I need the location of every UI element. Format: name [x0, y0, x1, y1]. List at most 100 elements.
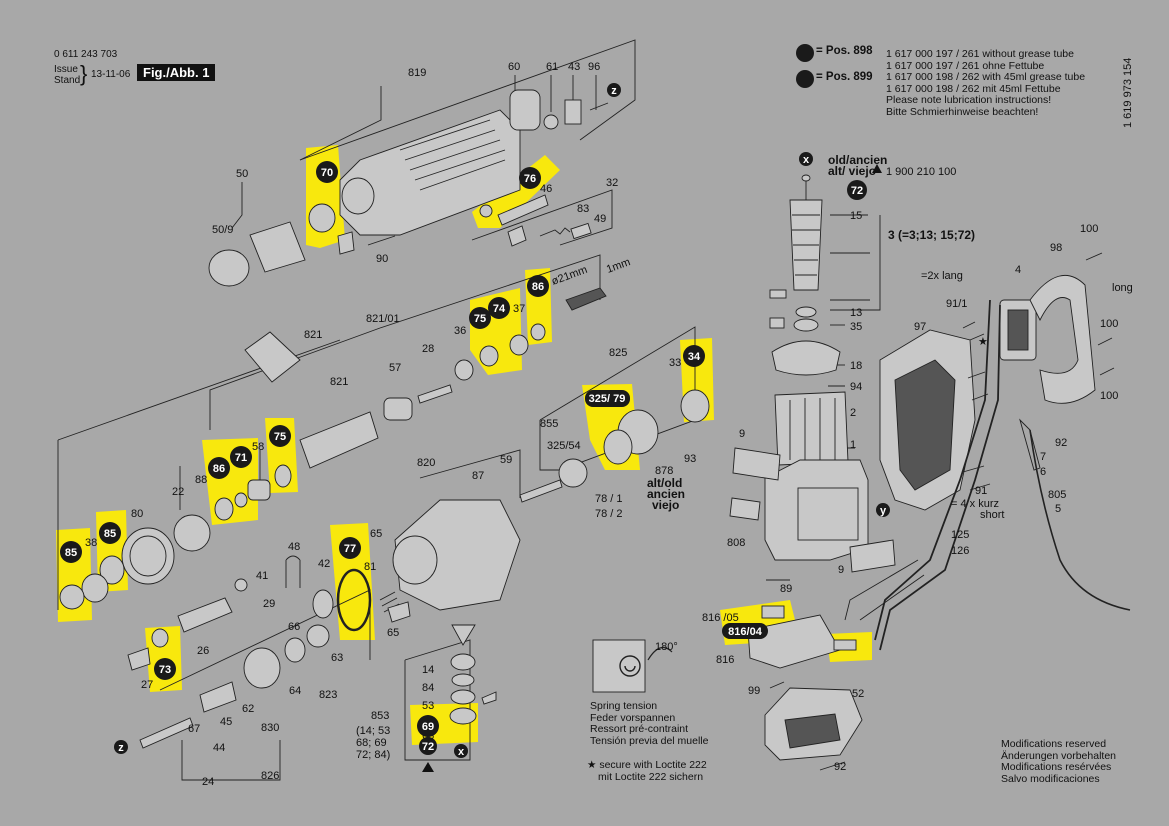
part-38: [81, 573, 109, 603]
part-49: [570, 222, 592, 240]
label-89: 89: [780, 583, 792, 595]
label-97: 97: [914, 321, 926, 333]
spring-line: Ressort pré-contraint: [590, 723, 689, 735]
grease-dot-icon: [796, 70, 814, 88]
part-15: [801, 174, 811, 182]
part-63: [306, 624, 330, 648]
label-84: 84: [422, 682, 434, 694]
brush-clip: [833, 639, 857, 651]
label-93: 93: [684, 453, 696, 465]
label-42: 42: [318, 558, 330, 570]
badge-72-old: 72: [847, 180, 867, 200]
badge-75b: 75: [269, 425, 291, 447]
label-65-bottom: 65: [387, 627, 399, 639]
label-38: 38: [85, 537, 97, 549]
part-27: [127, 647, 151, 671]
part-small-block: [769, 317, 785, 329]
part-68-cone: [451, 624, 476, 646]
issue-label: Issue: [54, 64, 78, 75]
label-126: 126: [951, 545, 969, 557]
bearing-69: [449, 707, 477, 725]
label-88: 88: [195, 474, 207, 486]
label-28: 28: [422, 343, 434, 355]
label-50: 50: [236, 168, 248, 180]
label-92-right: 92: [1055, 437, 1067, 449]
label-98: 98: [1050, 242, 1062, 254]
document-number: 0 611 243 703: [54, 49, 118, 60]
part-26: [177, 597, 233, 633]
svg-text:86: 86: [532, 281, 544, 293]
parts: [59, 89, 1131, 772]
label-125: 125: [951, 529, 969, 541]
svg-text:75: 75: [274, 431, 286, 443]
svg-text:85: 85: [65, 547, 77, 559]
part-83-knob: [507, 225, 527, 247]
field-coil-2: [774, 391, 849, 466]
label-853: 853: [371, 710, 389, 722]
label-26: 26: [197, 645, 209, 657]
alt-old-line1: alt/old: [647, 476, 682, 490]
label-821-01: 821/01: [366, 313, 400, 325]
label-855: 855: [540, 418, 558, 430]
label-816: 816: [716, 654, 734, 666]
part-35: [793, 318, 819, 332]
badge-85a: 85: [60, 541, 82, 563]
lube-line: 1 617 000 197 / 261 without grease tube: [886, 48, 1074, 60]
label-821-inset: 821: [304, 329, 322, 341]
part-36: [454, 359, 474, 381]
ring-74: [479, 345, 499, 367]
svg-text:77: 77: [344, 543, 356, 555]
svg-text:325/ 79: 325/ 79: [589, 393, 626, 405]
dim-21mm: ø21mm: [550, 264, 589, 288]
alt-old-line2: ancien: [647, 487, 685, 501]
label-92-bottom: 92: [834, 761, 846, 773]
label-27: 27: [141, 679, 153, 691]
label-91-1: 91/1: [946, 298, 967, 310]
spring-instructions: Spring tension Feder vorspannen Ressort …: [590, 700, 708, 747]
cable-protector-6: [1019, 418, 1041, 471]
label-63: 63: [331, 652, 343, 664]
ring-75: [274, 464, 292, 488]
label-46: 46: [540, 183, 552, 195]
svg-text:85: 85: [104, 528, 116, 540]
label-45: 45: [220, 716, 232, 728]
label-100-bottom: 100: [1100, 390, 1118, 402]
stand-label: Stand: [54, 75, 81, 86]
mod-line: Änderungen vorbehalten: [1001, 749, 1117, 762]
label-18: 18: [850, 360, 862, 372]
label-57: 57: [389, 362, 401, 374]
lube-line: 1 617 000 198 / 262 with 45ml grease tub…: [886, 71, 1086, 83]
label-2: 2: [850, 407, 856, 419]
label-35: 35: [850, 321, 862, 333]
badge-y: y: [876, 503, 890, 517]
svg-text:76: 76: [524, 173, 536, 185]
label-878: 878: [655, 465, 673, 477]
label-59: 59: [500, 454, 512, 466]
old-part-number: 1 900 210 100: [886, 166, 956, 178]
label-94: 94: [850, 381, 862, 393]
screw-icons: [766, 252, 1115, 771]
lubrication-notes: 1 617 000 197 / 261 without grease tube …: [886, 48, 1086, 118]
badge-325-79: 325/ 79: [585, 390, 630, 407]
label-33: 33: [669, 357, 681, 369]
label-821: 821: [330, 376, 348, 388]
svg-text:34: 34: [688, 351, 701, 363]
wire-125: [874, 299, 991, 641]
badge-75: 75: [469, 307, 491, 329]
ring-76: [479, 204, 493, 218]
label-37: 37: [513, 303, 525, 315]
part-37: [509, 334, 529, 356]
badge-71: 71: [230, 446, 252, 468]
part-64: [284, 637, 306, 663]
label-plate-808: [729, 497, 761, 521]
label-43: 43: [568, 61, 580, 73]
label-96: 96: [588, 61, 600, 73]
long-label: long: [1112, 282, 1133, 294]
loctite-line: secure with Loctite 222: [599, 759, 707, 771]
badge-86: 86: [527, 275, 549, 297]
switch-4-trigger: [1007, 309, 1029, 351]
label-325-54: 325/54: [547, 440, 581, 452]
label-78-1: 78 / 1: [595, 493, 623, 505]
badge-z-bottom: z: [114, 740, 128, 754]
